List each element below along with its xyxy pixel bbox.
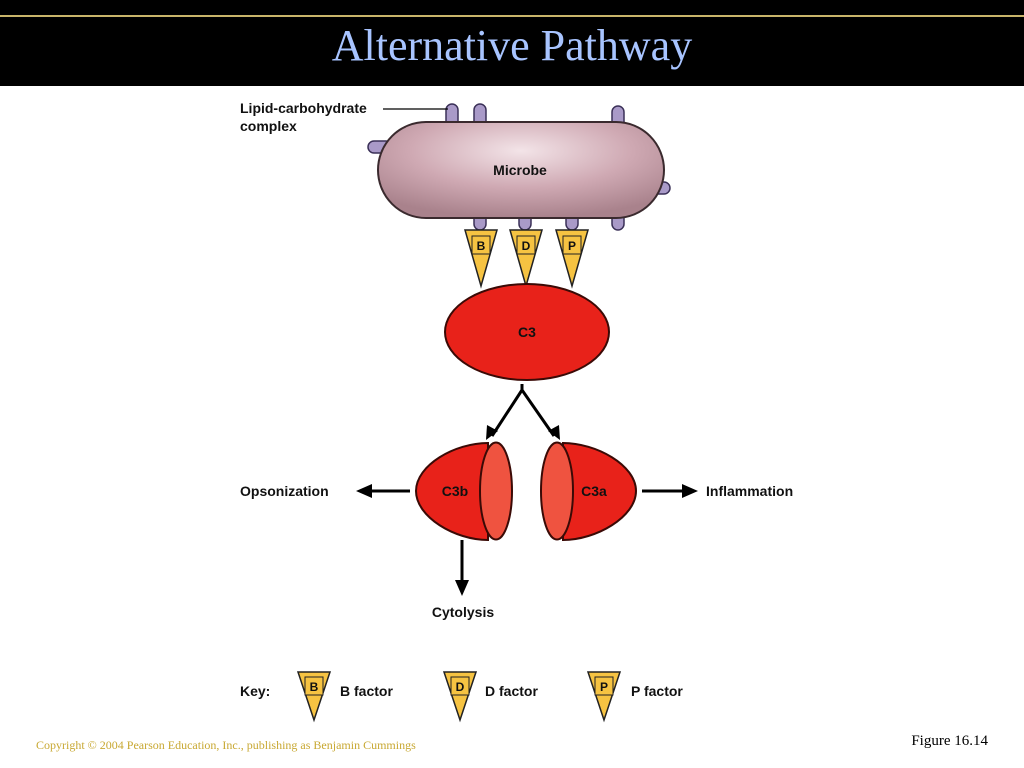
opsonization-label: Opsonization: [240, 483, 329, 499]
split-arrowhead-right: [548, 425, 560, 440]
key-d-letter: D: [456, 680, 465, 694]
lipid-label-line1: Lipid-carbohydrate: [240, 100, 367, 116]
cytolysis-arrowhead: [455, 580, 469, 596]
slide-header: Alternative Pathway: [0, 0, 1024, 86]
factor-d: D: [509, 229, 543, 289]
factor-b-letter: B: [477, 239, 486, 253]
alternative-pathway-diagram: Microbe Lipid-carbohydrate complex B D P…: [240, 100, 793, 723]
inflammation-label: Inflammation: [706, 483, 793, 499]
microbe-label: Microbe: [493, 162, 547, 178]
key-b-factor: B B factor: [296, 671, 393, 723]
split-arrow: [490, 384, 556, 437]
factor-p: P: [555, 229, 589, 289]
opsonization-arrowhead: [356, 484, 372, 498]
inflammation-arrowhead: [682, 484, 698, 498]
c3a-label: C3a: [581, 483, 607, 499]
key-label: Key:: [240, 683, 270, 699]
c3b-label: C3b: [442, 483, 468, 499]
microbe-shape: [377, 121, 665, 219]
cytolysis-label: Cytolysis: [432, 604, 494, 620]
factor-d-letter: D: [522, 239, 531, 253]
lipid-label-line2: complex: [240, 118, 297, 134]
copyright-notice: Copyright © 2004 Pearson Education, Inc.…: [36, 738, 416, 752]
key-p-factor: P P factor: [586, 671, 683, 723]
slide-title: Alternative Pathway: [331, 21, 693, 70]
c3-label: C3: [518, 324, 536, 340]
c3b-protein: C3b: [414, 441, 513, 542]
c3-protein: [444, 283, 610, 381]
split-arrowhead-left: [486, 425, 498, 440]
c3a-protein: C3a: [540, 441, 638, 542]
key-b-text: B factor: [340, 683, 393, 699]
key-d-text: D factor: [485, 683, 538, 699]
key-d-factor: D D factor: [442, 671, 538, 723]
key-b-letter: B: [310, 680, 319, 694]
key-p-text: P factor: [631, 683, 683, 699]
key-p-letter: P: [600, 680, 608, 694]
factor-p-letter: P: [568, 239, 576, 253]
factor-b: B: [464, 229, 498, 289]
header-accent-line: [0, 15, 1024, 17]
figure-number: Figure 16.14: [911, 733, 988, 749]
